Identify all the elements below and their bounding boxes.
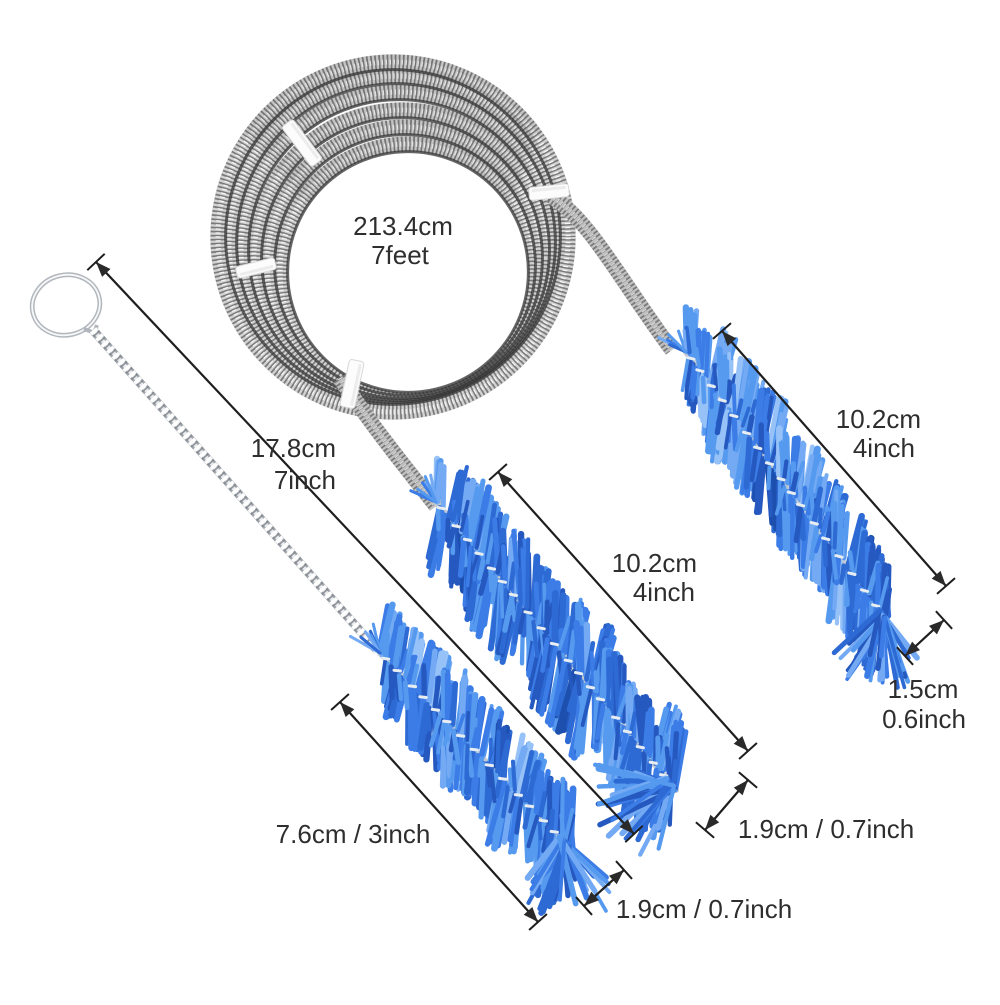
svg-text:213.4cm: 213.4cm (353, 211, 453, 241)
svg-text:7feet: 7feet (371, 240, 430, 270)
svg-text:7inch: 7inch (274, 465, 336, 495)
svg-text:1.9cm / 0.7inch: 1.9cm / 0.7inch (616, 894, 792, 924)
svg-text:1.5cm: 1.5cm (888, 674, 959, 704)
svg-text:0.6inch: 0.6inch (882, 704, 966, 734)
svg-text:10.2cm: 10.2cm (612, 548, 697, 578)
svg-text:10.2cm: 10.2cm (836, 404, 921, 434)
svg-text:17.8cm: 17.8cm (251, 433, 336, 463)
svg-text:1.9cm / 0.7inch: 1.9cm / 0.7inch (738, 814, 914, 844)
svg-text:7.6cm / 3inch: 7.6cm / 3inch (276, 819, 431, 849)
svg-text:4inch: 4inch (633, 577, 695, 607)
svg-text:4inch: 4inch (853, 433, 915, 463)
